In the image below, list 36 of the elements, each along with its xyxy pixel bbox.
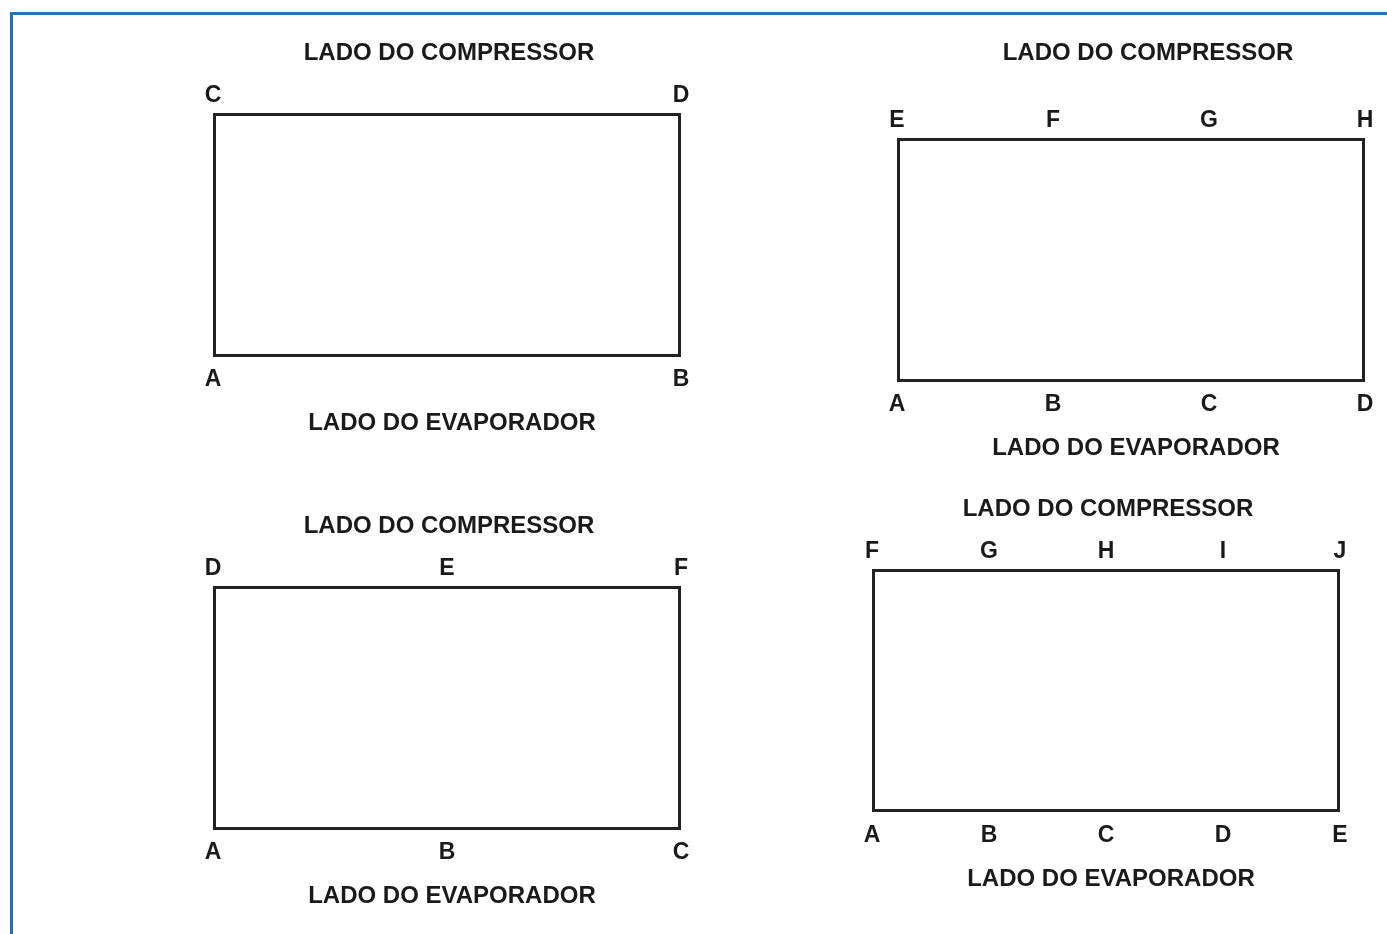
- corner-letter: G: [1200, 107, 1218, 131]
- corner-letter: H: [1356, 107, 1374, 131]
- corner-letter: A: [204, 839, 222, 863]
- side-heading: LADO DO EVAPORADOR: [308, 408, 596, 436]
- corner-letter: C: [672, 839, 690, 863]
- side-heading: LADO DO EVAPORADOR: [308, 881, 596, 909]
- side-heading: LADO DO EVAPORADOR: [992, 433, 1280, 461]
- corner-letter: B: [672, 366, 690, 390]
- corner-letter: J: [1333, 538, 1347, 562]
- corner-letter: I: [1219, 538, 1227, 562]
- corner-letter: G: [980, 538, 998, 562]
- side-heading: LADO DO COMPRESSOR: [962, 494, 1254, 522]
- corner-letter: F: [673, 555, 689, 579]
- corner-letter: D: [204, 555, 222, 579]
- corner-letter: H: [1097, 538, 1115, 562]
- side-heading: LADO DO COMPRESSOR: [303, 38, 595, 66]
- corner-letter: C: [204, 82, 222, 106]
- corner-letter: C: [1097, 822, 1115, 846]
- corner-letter: A: [204, 366, 222, 390]
- corner-letter: D: [1356, 391, 1374, 415]
- corner-letter: A: [888, 391, 906, 415]
- corner-letter: E: [889, 107, 905, 131]
- corner-letter: D: [1214, 822, 1232, 846]
- corner-letter: E: [439, 555, 455, 579]
- side-heading: LADO DO EVAPORADOR: [967, 864, 1255, 892]
- corner-letter: A: [863, 822, 881, 846]
- corner-letter: F: [1045, 107, 1061, 131]
- corner-letter: B: [1044, 391, 1062, 415]
- corner-letter: B: [438, 839, 456, 863]
- corner-letter: C: [1200, 391, 1218, 415]
- corner-letter: D: [672, 82, 690, 106]
- corner-letter: B: [980, 822, 998, 846]
- side-heading: LADO DO COMPRESSOR: [1002, 38, 1294, 66]
- side-heading: LADO DO COMPRESSOR: [303, 511, 595, 539]
- corner-letter: F: [864, 538, 880, 562]
- corner-letter: E: [1332, 822, 1348, 846]
